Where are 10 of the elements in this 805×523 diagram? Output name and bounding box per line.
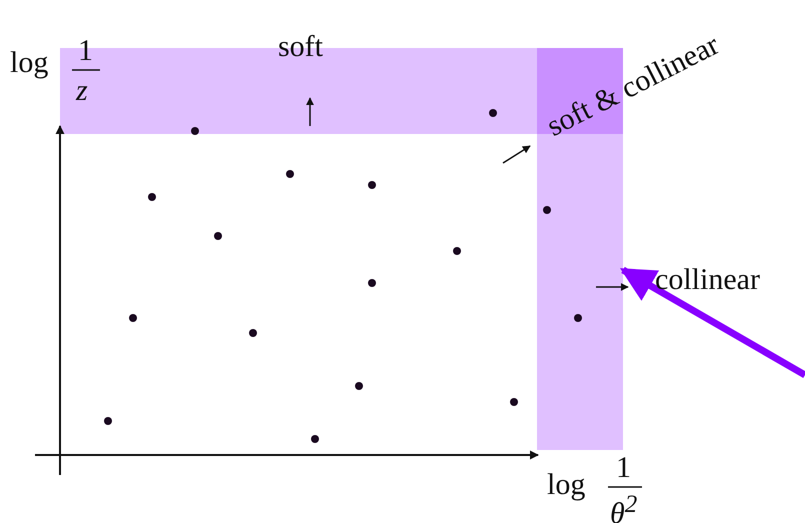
arrow [620, 266, 805, 378]
axis-label: log [10, 48, 48, 78]
region-label: collinear [655, 265, 760, 295]
collinear-region-band [537, 48, 623, 450]
fraction-denominator: z [76, 76, 88, 106]
fraction-denominator: θ$^{2}$ [610, 492, 638, 523]
fraction-numerator: 1 [616, 453, 631, 483]
fraction-numerator: 1 [78, 36, 93, 66]
region-label: soft [278, 32, 323, 62]
axis-label: log [547, 470, 586, 500]
